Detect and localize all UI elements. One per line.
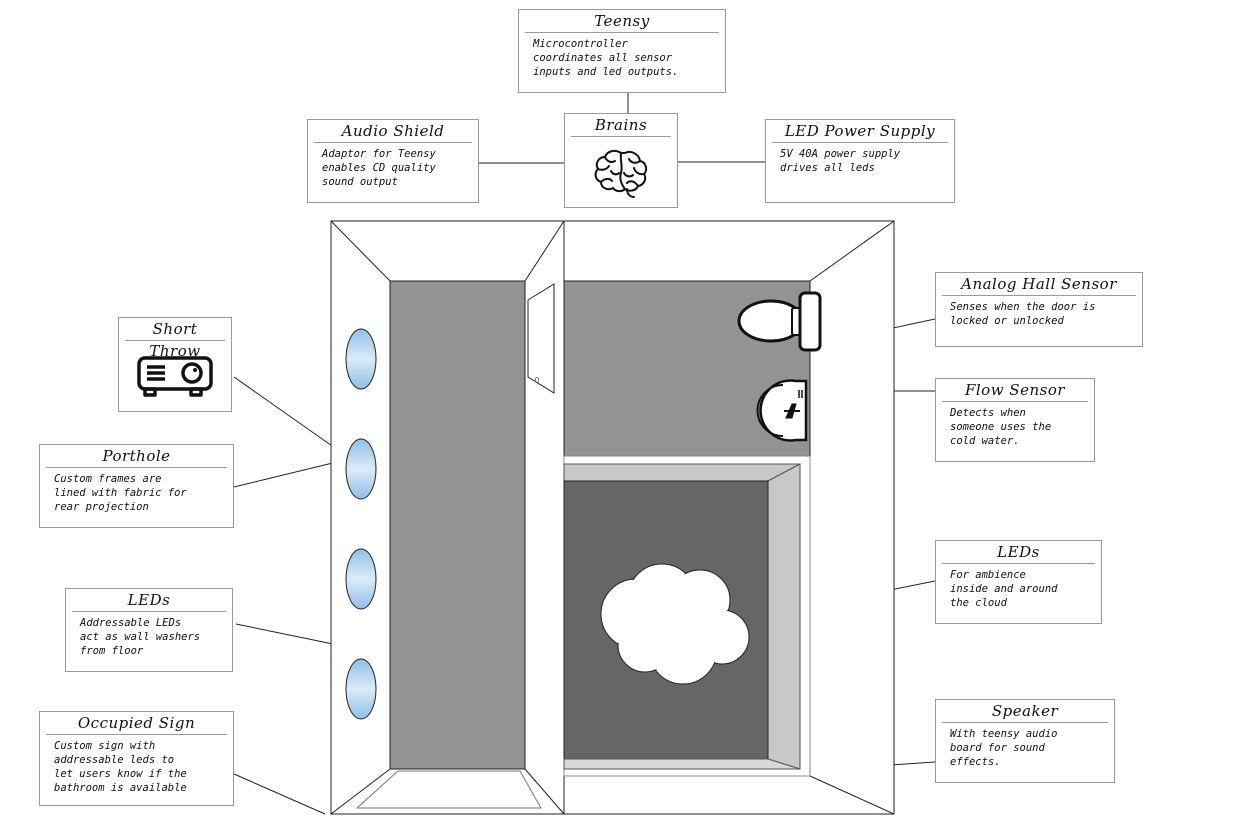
occupied-sign-desc: Custom sign with addressable leds to let…	[54, 740, 187, 794]
leds-cloud-title: LEDs	[942, 541, 1095, 564]
flow-sensor-desc: Detects when someone uses the cold water…	[950, 407, 1052, 447]
leds-wall-box: LEDs Addressable LEDs act as wall washer…	[65, 588, 233, 672]
cloud-room-wall-right	[767, 463, 801, 770]
porthole-3	[345, 548, 377, 610]
flow-sensor-title: Flow Sensor	[942, 379, 1088, 402]
leds-wall-title: LEDs	[72, 589, 226, 612]
brains-box: Brains	[564, 113, 678, 208]
teensy-title: Teensy	[525, 10, 719, 33]
flow-sensor-box: Flow Sensor Detects when someone uses th…	[935, 378, 1095, 462]
door	[527, 283, 555, 394]
short-throw-box: Short Throw	[118, 317, 232, 412]
door-label: 0	[535, 376, 540, 385]
left-room-floor-mat	[355, 770, 542, 809]
leds-cloud-box: LEDs For ambience inside and around the …	[935, 540, 1102, 624]
speaker-desc: With teensy audio board for sound effect…	[950, 728, 1058, 768]
line-shortthrow	[233, 376, 346, 456]
left-room-corner-bl	[330, 768, 391, 815]
left-room-corner-tl	[330, 220, 391, 282]
left-room-corner-tr	[524, 220, 565, 282]
led-power-title: LED Power Supply	[772, 120, 948, 143]
projector-icon	[137, 355, 213, 397]
porthole-desc: Custom frames are lined with fabric for …	[54, 473, 187, 513]
leds-cloud-desc: For ambience inside and around the cloud	[950, 569, 1058, 609]
led-power-desc: 5V 40A power supply drives all leds	[780, 148, 901, 174]
cloud-room-wall-top	[563, 463, 801, 482]
audio-shield-title: Audio Shield	[314, 120, 472, 143]
sink-icon	[756, 379, 808, 442]
audio-shield-desc: Adaptor for Teensy enables CD quality so…	[322, 148, 436, 188]
porthole-title: Porthole	[46, 445, 227, 468]
speaker-box: Speaker With teensy audio board for soun…	[935, 699, 1115, 783]
line-occupied-sign	[233, 773, 326, 815]
teensy-desc: Microcontroller coordinates all sensor i…	[533, 38, 679, 78]
porthole-4	[345, 658, 377, 720]
teensy-box: Teensy Microcontroller coordinates all s…	[518, 9, 726, 93]
speaker-title: Speaker	[942, 700, 1108, 723]
led-power-box: LED Power Supply 5V 40A power supply dri…	[765, 119, 955, 203]
portholes	[345, 328, 377, 720]
hall-sensor-desc: Senses when the door is locked or unlock…	[950, 301, 1096, 327]
cloud-fill	[602, 565, 748, 683]
right-room-corner-br	[809, 775, 895, 815]
right-room-corner-tr	[809, 220, 895, 282]
left-room-corner-br	[524, 768, 565, 815]
leds-wall-desc: Addressable LEDs act as wall washers fro…	[80, 617, 201, 657]
line-porthole	[233, 459, 346, 488]
hall-sensor-box: Analog Hall Sensor Senses when the door …	[935, 272, 1143, 347]
porthole-box: Porthole Custom frames are lined with fa…	[39, 444, 234, 528]
cloud-room-wall-bottom	[563, 758, 801, 770]
porthole-2	[345, 438, 377, 500]
short-throw-title: Short Throw	[125, 318, 225, 360]
left-room-floor	[389, 280, 526, 770]
brains-title: Brains	[571, 114, 671, 137]
occupied-sign-title: Occupied Sign	[46, 712, 227, 735]
audio-shield-box: Audio Shield Adaptor for Teensy enables …	[307, 119, 479, 203]
occupied-sign-box: Occupied Sign Custom sign with addressab…	[39, 711, 234, 806]
left-room	[330, 220, 565, 815]
hall-sensor-title: Analog Hall Sensor	[942, 273, 1136, 296]
toilet-icon	[737, 291, 822, 352]
right-room	[563, 220, 895, 815]
porthole-1	[345, 328, 377, 390]
brain-icon	[594, 149, 648, 198]
